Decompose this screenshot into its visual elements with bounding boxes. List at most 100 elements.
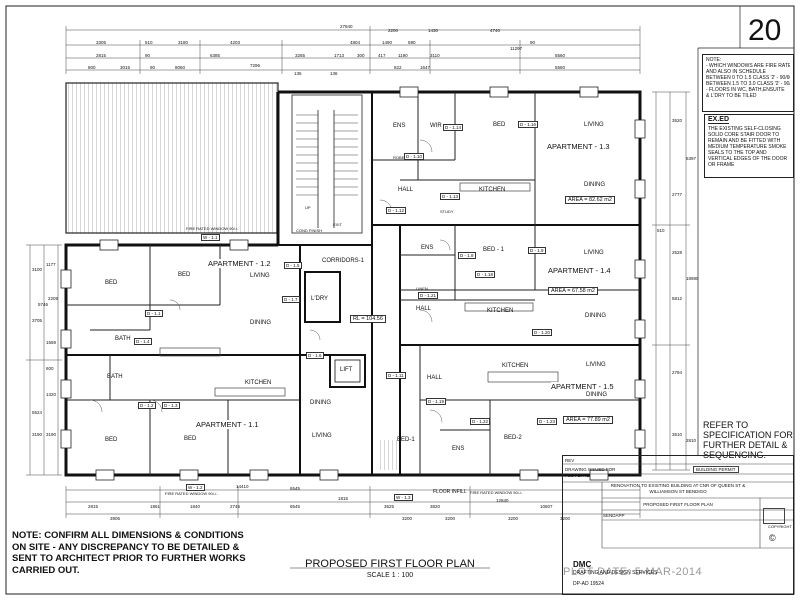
window-note-line: - WHICH WINDOWS ARE FIRE RATED <box>706 63 790 69</box>
dim-text: 136 <box>330 71 338 76</box>
room-label: BED-2 <box>504 435 522 441</box>
door-tag: D - 1.6 <box>306 352 324 359</box>
window-note-line: BETWEEN 1.5 TO 3.0 CLASS '2' - 90/60/60 <box>706 81 790 87</box>
door-tag: D - 1.23 <box>537 418 558 425</box>
dim-text: 2810 <box>686 438 697 443</box>
dim-text: 7296 <box>250 63 261 68</box>
door-tag: D - 1.7 <box>282 296 300 303</box>
door-tag: D - 1.22 <box>470 418 491 425</box>
door-tag: D - 1.8 <box>458 252 476 259</box>
plan-title: PROPOSED FIRST FLOOR PLAN <box>305 558 475 570</box>
window-tag: W - 1.3 <box>394 494 413 501</box>
dim-text: 10607 <box>540 504 553 509</box>
room-label: HALL <box>427 375 443 381</box>
dim-text: 590 <box>408 40 416 45</box>
room-label: BED <box>178 272 191 278</box>
dim-text: 3520 <box>672 118 683 123</box>
room-label: ROBE <box>393 155 405 160</box>
window-tag: W - 1.1 <box>201 234 220 241</box>
dim-text: 5524 <box>32 410 43 415</box>
door-tag: D - 1.12 <box>386 207 407 214</box>
window-note-line: NOTE: <box>706 57 722 63</box>
dim-text: 3100 <box>32 267 43 272</box>
window-tag: W - 1.2 <box>186 484 205 491</box>
window-note-line: BETWEEN 0 TO 1.5 CLASS '2' - 90/60/60 <box>706 75 790 81</box>
exed-note: EX.ED THE EXISTING SELF-CLOSING SOLID CO… <box>704 114 794 178</box>
tb-company-sub: DRAFTING AND DESIGN SERVICES <box>573 570 658 576</box>
dim-text: 3820 <box>430 504 441 509</box>
room-label: L'DRY <box>311 296 329 302</box>
door-tag: D - 1.14 <box>443 124 464 131</box>
dim-text: 2794 <box>672 370 683 375</box>
dim-text: 3190 <box>32 432 43 437</box>
dim-text: 3525 <box>384 504 395 509</box>
dim-text: 417 <box>378 53 386 58</box>
room-label: KITCHEN <box>479 187 506 193</box>
dim-text: 3200 <box>508 516 519 521</box>
dim-text: 2209 <box>48 296 59 301</box>
dim-text: 14410 <box>236 484 249 489</box>
cond-finish-label: COND FINISH <box>296 228 322 233</box>
spec-note: REFER TO SPECIFICATION FOR FURTHER DETAI… <box>703 420 793 460</box>
dim-text: 2777 <box>672 192 683 197</box>
dim-text: 1559 <box>46 340 57 345</box>
dim-text: 8060 <box>175 65 186 70</box>
dim-text: 3190 <box>46 432 57 437</box>
tb-drawing-issued: DRAWING ISSUED FOR <box>565 467 616 472</box>
room-label: KITCHEN <box>487 308 514 314</box>
dim-text: 5560 <box>555 53 566 58</box>
kitchen-benches <box>159 182 559 397</box>
title-block: REV DRAWING ISSUED FOR BUILDING PERMIT P… <box>562 455 794 595</box>
dimension-lines <box>26 26 690 518</box>
door-tag: D - 1.11 <box>386 372 406 379</box>
dim-text: 2200 <box>388 28 399 33</box>
fire-window-label: FIRE RATED WINDOW 90/-/- <box>165 491 218 496</box>
area-box: AREA = 82.62 m2 <box>565 196 615 204</box>
dim-text: 18980 <box>686 276 699 281</box>
dim-text: 4804 <box>350 40 361 45</box>
dim-text: 4740 <box>490 28 501 33</box>
fire-window-label: FIRE RATED WINDOW 90/-/- <box>186 226 239 231</box>
room-label: HALL <box>416 306 432 312</box>
stair-up-label: UP <box>305 205 311 210</box>
apartment-label: APARTMENT - 1.2 <box>208 259 271 268</box>
room-label: BED <box>105 280 118 286</box>
dim-text: 2815 <box>88 504 99 509</box>
dim-text: 3015 <box>120 65 131 70</box>
door-tag: D - 1.13 <box>440 193 461 200</box>
exed-heading: EX.ED <box>708 116 730 124</box>
dim-text: 6545 <box>290 504 301 509</box>
stair-core <box>291 94 363 234</box>
exed-text: THE EXISTING SELF-CLOSING SOLID CORE STA… <box>708 126 788 168</box>
apartment-label: APARTMENT - 1.3 <box>547 142 610 151</box>
room-label: DINING <box>250 320 271 326</box>
dim-text: 11297 <box>510 46 523 51</box>
room-label: LIVING <box>584 122 604 128</box>
door-tag: D - 1.2 <box>138 402 156 409</box>
area-box: AREA = 67.58 m2 <box>548 287 598 295</box>
room-label: BED <box>493 122 506 128</box>
room-label: BATH <box>107 374 123 380</box>
dim-text: 3305 <box>96 40 107 45</box>
sheet-border <box>5 5 795 595</box>
tb-rev: REV <box>565 458 575 463</box>
dim-text: 1713 <box>334 53 345 58</box>
room-label: LINEN <box>416 286 428 291</box>
dim-text: 2745 <box>230 504 241 509</box>
dim-text: 4203 <box>230 40 241 45</box>
room-label: LIVING <box>586 362 606 368</box>
room-label: KITCHEN <box>502 363 529 369</box>
door-tag: D - 1.4 <box>134 338 152 345</box>
dim-text: 3905 <box>110 516 121 521</box>
dim-text: 1320 <box>46 392 57 397</box>
dim-text: 3110 <box>430 53 440 58</box>
dim-text: 6545 <box>290 486 301 491</box>
tb-client: SENDAPP <box>603 513 625 518</box>
dim-text: 822 <box>394 65 402 70</box>
door-tag: D - 1.10 <box>404 153 425 160</box>
dim-overall: 27840 <box>340 24 353 29</box>
dim-text: 3510 <box>672 432 683 437</box>
room-label: HALL <box>398 187 414 193</box>
dim-text: 1861 <box>150 504 161 509</box>
